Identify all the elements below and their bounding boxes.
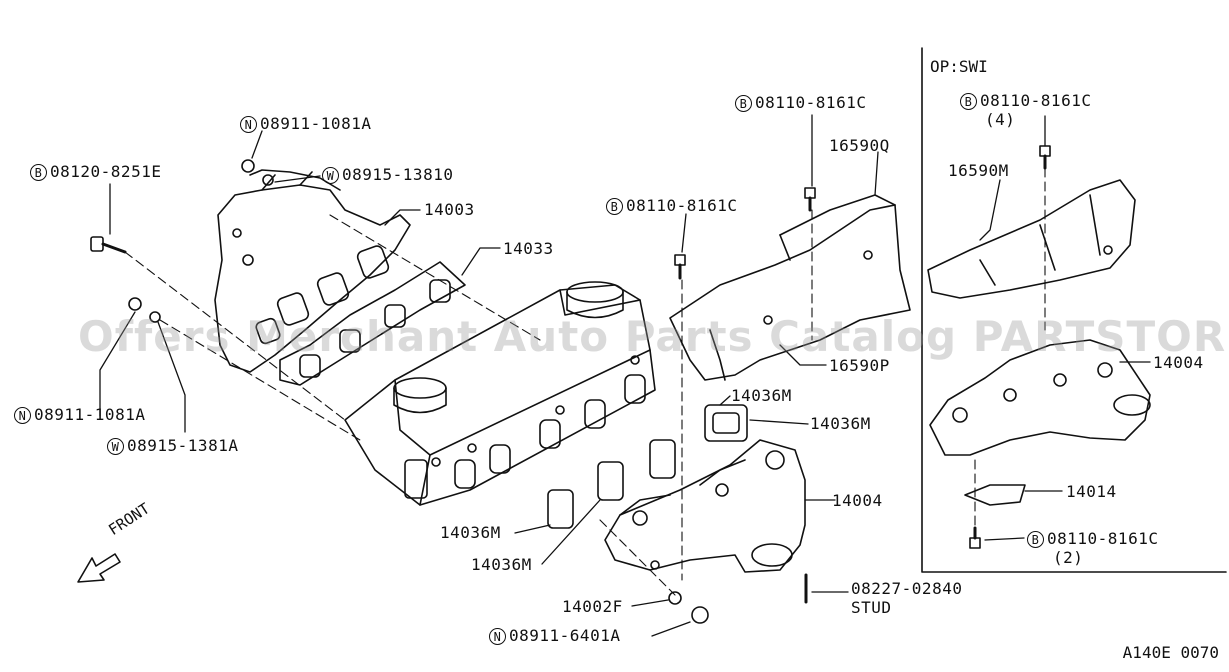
n-prefix-icon: N bbox=[240, 116, 257, 133]
intake-manifold bbox=[214, 169, 411, 373]
label-op-b-bolt-qty: (4) bbox=[985, 110, 1016, 129]
leader-lines bbox=[99, 114, 1151, 637]
drawing-code: A140E 0070 bbox=[1122, 643, 1219, 662]
label-shield-16590p[interactable]: 16590P bbox=[829, 356, 890, 375]
option-box-border bbox=[921, 47, 1227, 573]
n-prefix-icon: N bbox=[14, 407, 31, 424]
w-prefix-icon: W bbox=[107, 438, 124, 455]
b-prefix-icon: B bbox=[960, 93, 977, 110]
heat-shield-main bbox=[669, 194, 911, 381]
label-gasket-14036m-4[interactable]: 14036M bbox=[471, 555, 532, 574]
option-heat-shield bbox=[927, 179, 1136, 299]
alignment-lines bbox=[124, 167, 1046, 596]
b-prefix-icon: B bbox=[735, 95, 752, 112]
fasteners bbox=[90, 145, 1051, 624]
label-op-b-bolt-lower-qty: (2) bbox=[1053, 548, 1084, 567]
w-prefix-icon: W bbox=[322, 167, 339, 184]
label-gasket-14036m-1[interactable]: 14036M bbox=[731, 386, 792, 405]
label-nut-14002f[interactable]: 14002F bbox=[562, 597, 623, 616]
label-gasket-14036m-2[interactable]: 14036M bbox=[810, 414, 871, 433]
exhaust-gaskets bbox=[547, 404, 748, 529]
cylinder-head bbox=[344, 281, 656, 506]
exhaust-manifold bbox=[604, 439, 806, 573]
option-manifold bbox=[929, 339, 1151, 456]
label-op-manifold[interactable]: 14004 bbox=[1153, 353, 1204, 372]
label-op-bracket[interactable]: 14014 bbox=[1066, 482, 1117, 501]
label-stud-text: STUD bbox=[851, 598, 892, 617]
label-gasket-14036m-3[interactable]: 14036M bbox=[440, 523, 501, 542]
label-shield-16590q[interactable]: 16590Q bbox=[829, 136, 890, 155]
label-op-heat-shield[interactable]: 16590M bbox=[948, 161, 1009, 180]
b-prefix-icon: B bbox=[1027, 531, 1044, 548]
label-gasket-14033[interactable]: 14033 bbox=[503, 239, 554, 258]
bracket bbox=[964, 484, 1026, 506]
b-prefix-icon: B bbox=[30, 164, 47, 181]
label-exhaust-manifold[interactable]: 14004 bbox=[832, 491, 883, 510]
option-heading: OP:SWI bbox=[930, 57, 988, 76]
n-prefix-icon: N bbox=[489, 628, 506, 645]
label-stud-part[interactable]: 08227-02840 bbox=[851, 579, 963, 598]
b-prefix-icon: B bbox=[606, 198, 623, 215]
label-intake-manifold[interactable]: 14003 bbox=[424, 200, 475, 219]
front-arrow bbox=[77, 553, 121, 583]
intake-gasket bbox=[279, 261, 466, 386]
